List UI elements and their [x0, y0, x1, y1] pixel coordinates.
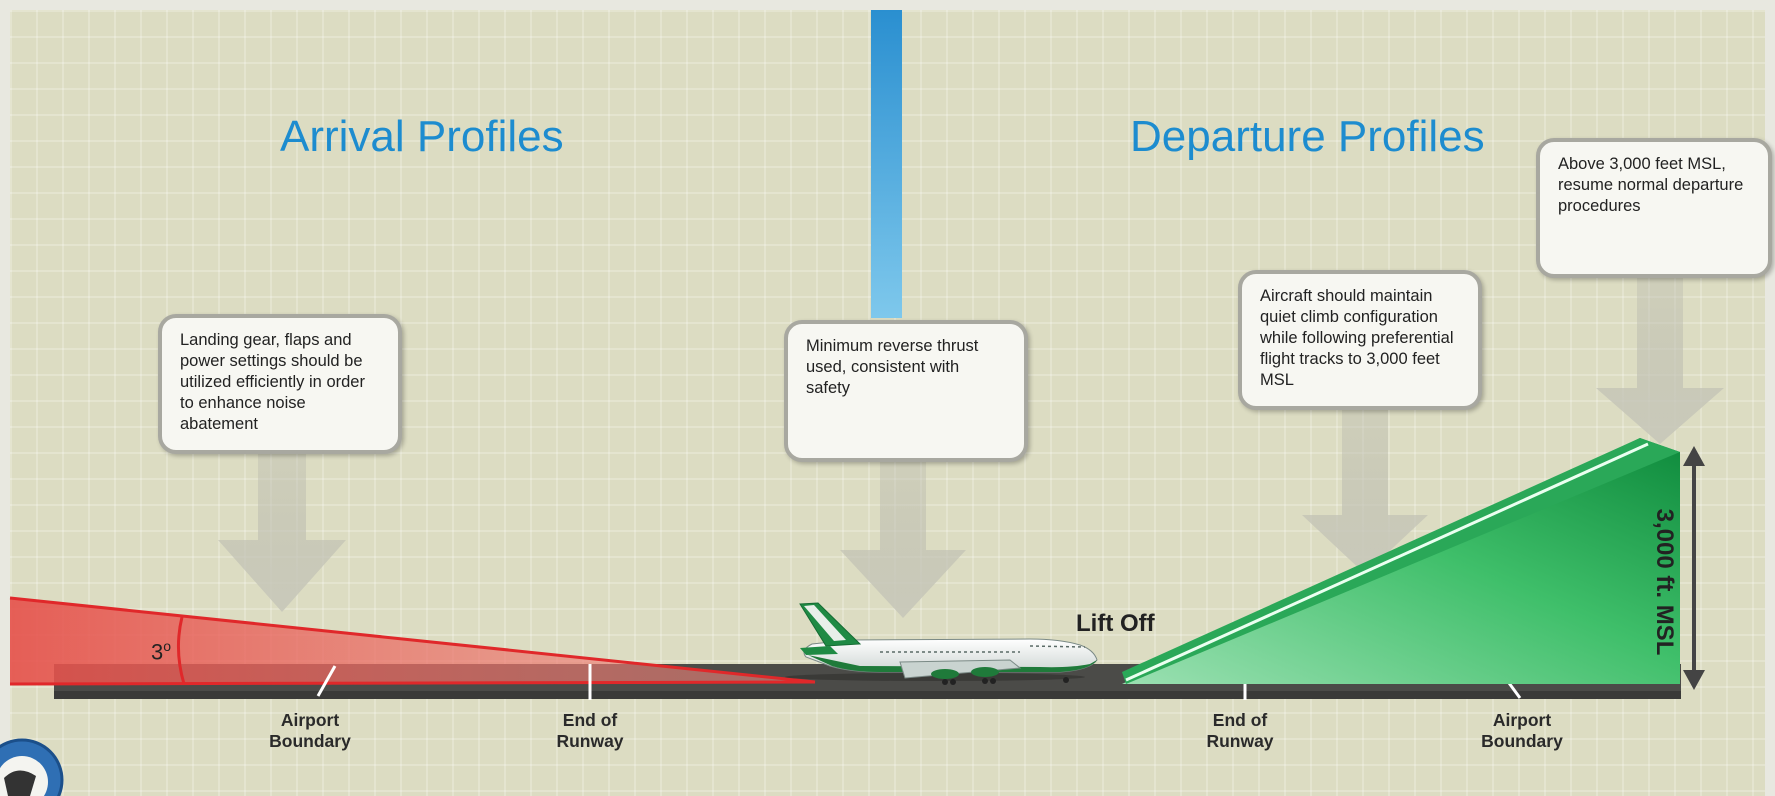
divider-bar — [871, 10, 902, 318]
arrival-boundary-tick — [316, 665, 337, 697]
resume-down-arrow — [1596, 276, 1724, 444]
reverse-thrust-note: Minimum reverse thrust used, consistent … — [784, 320, 1028, 462]
departure-boundary-label: Airport Boundary — [1481, 710, 1563, 751]
arrival-title: Arrival Profiles — [280, 112, 564, 161]
arrival-glide-slope — [9, 596, 816, 686]
climb-note: Aircraft should maintain quiet climb con… — [1238, 270, 1482, 410]
airplane — [785, 602, 1098, 685]
departure-title: Departure Profiles — [1130, 112, 1485, 161]
arrival-boundary-label: Airport Boundary — [269, 710, 351, 751]
departure-end-runway-label: End of Runway — [1206, 710, 1274, 751]
climb-down-arrow — [1302, 406, 1428, 574]
city-seal-icon — [0, 738, 64, 796]
center-down-arrow — [840, 460, 966, 618]
resume-note: Above 3,000 feet MSL, resume normal depa… — [1536, 138, 1772, 278]
arrival-note: Landing gear, flaps and power settings s… — [158, 314, 402, 454]
runway-edge — [54, 691, 1681, 699]
altitude-label: 3,000 ft. MSL — [1651, 508, 1678, 656]
glide-angle-label: 3o — [151, 638, 172, 665]
altitude-arrow — [1683, 446, 1705, 690]
departure-climb-wedge — [1122, 438, 1680, 684]
lift-off-label: Lift Off — [1076, 610, 1155, 637]
arrival-down-arrow — [218, 450, 346, 612]
arrival-end-runway-label: End of Runway — [556, 710, 624, 751]
